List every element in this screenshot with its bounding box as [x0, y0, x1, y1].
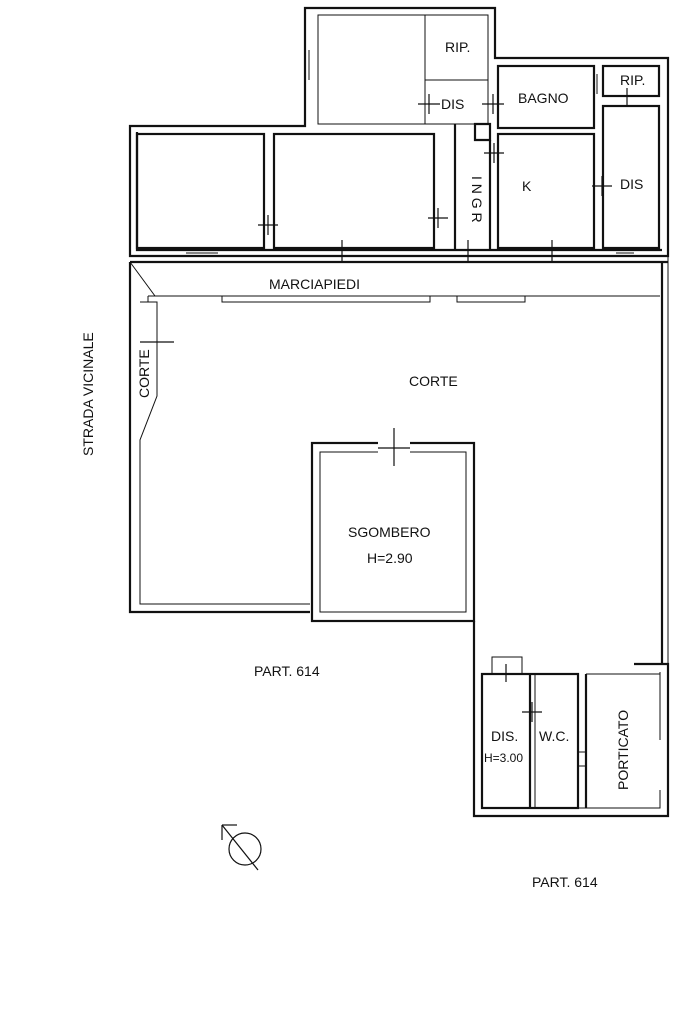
- label-dis-top: DIS: [441, 96, 464, 112]
- label-marciapiedi: MARCIAPIEDI: [269, 276, 360, 292]
- label-porticato: PORTICATO: [615, 710, 631, 790]
- north-arrow-icon: [221, 824, 262, 871]
- label-corte-main: CORTE: [409, 373, 458, 389]
- storage-room: [310, 428, 476, 623]
- label-dis-annex-height: H=3.00: [484, 751, 523, 765]
- label-kitchen: K: [522, 178, 532, 194]
- main-building: [128, 6, 670, 262]
- label-dis-annex: DIS.: [491, 728, 518, 744]
- label-sgombero-height: H=2.90: [367, 550, 413, 566]
- label-bagno: BAGNO: [518, 90, 569, 106]
- label-rip-right: RIP.: [620, 72, 645, 88]
- label-dis-right: DIS: [620, 176, 643, 192]
- label-sgombero: SGOMBERO: [348, 524, 431, 540]
- room-labels: RIP. DIS BAGNO RIP. I N G R K DIS MARCIA…: [80, 39, 645, 890]
- label-corte-side: CORTE: [136, 349, 152, 398]
- label-wc: W.C.: [539, 728, 569, 744]
- sidewalk: [129, 260, 668, 303]
- label-ingresso: I N G R: [469, 176, 485, 223]
- label-part-614-left: PART. 614: [254, 663, 320, 679]
- annex-building: [472, 621, 670, 818]
- label-part-614-bottom: PART. 614: [532, 874, 598, 890]
- label-strada-vicinale: STRADA VICINALE: [80, 332, 96, 456]
- courtyard: [128, 256, 669, 664]
- label-rip-top: RIP.: [445, 39, 470, 55]
